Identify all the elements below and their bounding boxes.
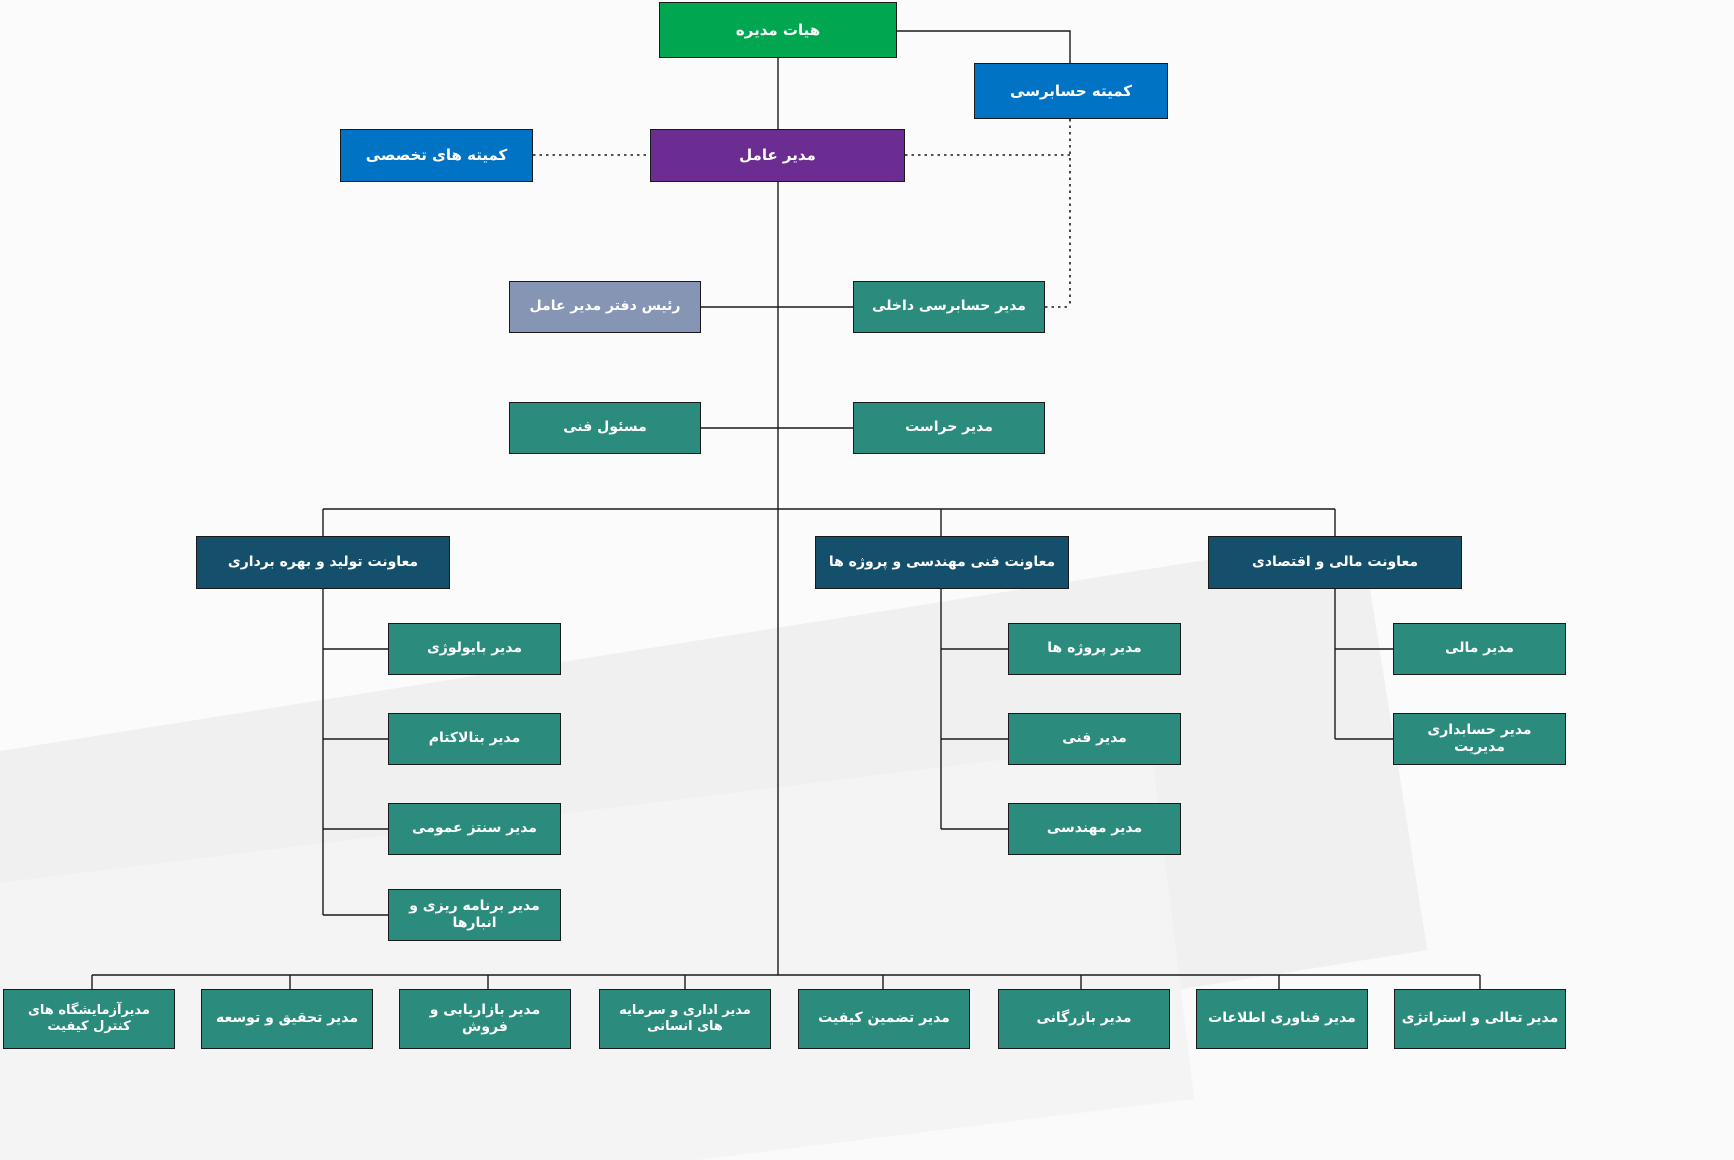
node-ceo[interactable]: مدیر عامل: [650, 129, 905, 182]
node-security-manager[interactable]: مدیر حراست: [853, 402, 1045, 454]
node-manager-biology[interactable]: مدیر بایولوژی: [388, 623, 561, 675]
node-board-of-directors[interactable]: هیات مدیره: [659, 2, 897, 58]
node-manager-commercial[interactable]: مدیر بازرگانی: [998, 989, 1170, 1049]
node-manager-admin-human-capital[interactable]: مدیر اداری و سرمایه های انسانی: [599, 989, 771, 1049]
node-manager-excellence-strategy[interactable]: مدیر تعالی و استراتژی: [1394, 989, 1566, 1049]
node-specialized-committees[interactable]: کمیته های تخصصی: [340, 129, 533, 182]
node-internal-audit-manager[interactable]: مدیر حسابرسی داخلی: [853, 281, 1045, 333]
node-manager-research-development[interactable]: مدیر تحقیق و توسعه: [201, 989, 373, 1049]
node-deputy-engineering-projects[interactable]: معاونت فنی مهندسی و پروژه ها: [815, 536, 1069, 589]
node-manager-management-accounting[interactable]: مدیر حسابداری مدیریت: [1393, 713, 1566, 765]
node-deputy-finance-economics[interactable]: معاونت مالی و اقتصادی: [1208, 536, 1462, 589]
node-manager-general-synthesis[interactable]: مدیر سنتز عمومی: [388, 803, 561, 855]
node-manager-finance[interactable]: مدیر مالی: [1393, 623, 1566, 675]
node-manager-engineering[interactable]: مدیر مهندسی: [1008, 803, 1181, 855]
node-manager-projects[interactable]: مدیر پروژه ها: [1008, 623, 1181, 675]
node-audit-committee[interactable]: کمیته حسابرسی: [974, 63, 1168, 119]
node-manager-quality-assurance[interactable]: مدیر تضمین کیفیت: [798, 989, 970, 1049]
node-manager-information-technology[interactable]: مدیر فناوری اطلاعات: [1196, 989, 1368, 1049]
node-manager-marketing-sales[interactable]: مدیر بازاریابی و فروش: [399, 989, 571, 1049]
node-ceo-office-head[interactable]: رئیس دفتر مدیر عامل: [509, 281, 701, 333]
node-manager-planning-warehouses[interactable]: مدیر برنامه ریزی و انبارها: [388, 889, 561, 941]
node-manager-qc-laboratories[interactable]: مدیرآزمایشگاه های کنترل کیفیت: [3, 989, 175, 1049]
node-manager-technical[interactable]: مدیر فنی: [1008, 713, 1181, 765]
node-manager-betalactam[interactable]: مدیر بتالاکتام: [388, 713, 561, 765]
node-deputy-production[interactable]: معاونت تولید و بهره برداری: [196, 536, 450, 589]
node-technical-officer[interactable]: مسئول فنی: [509, 402, 701, 454]
